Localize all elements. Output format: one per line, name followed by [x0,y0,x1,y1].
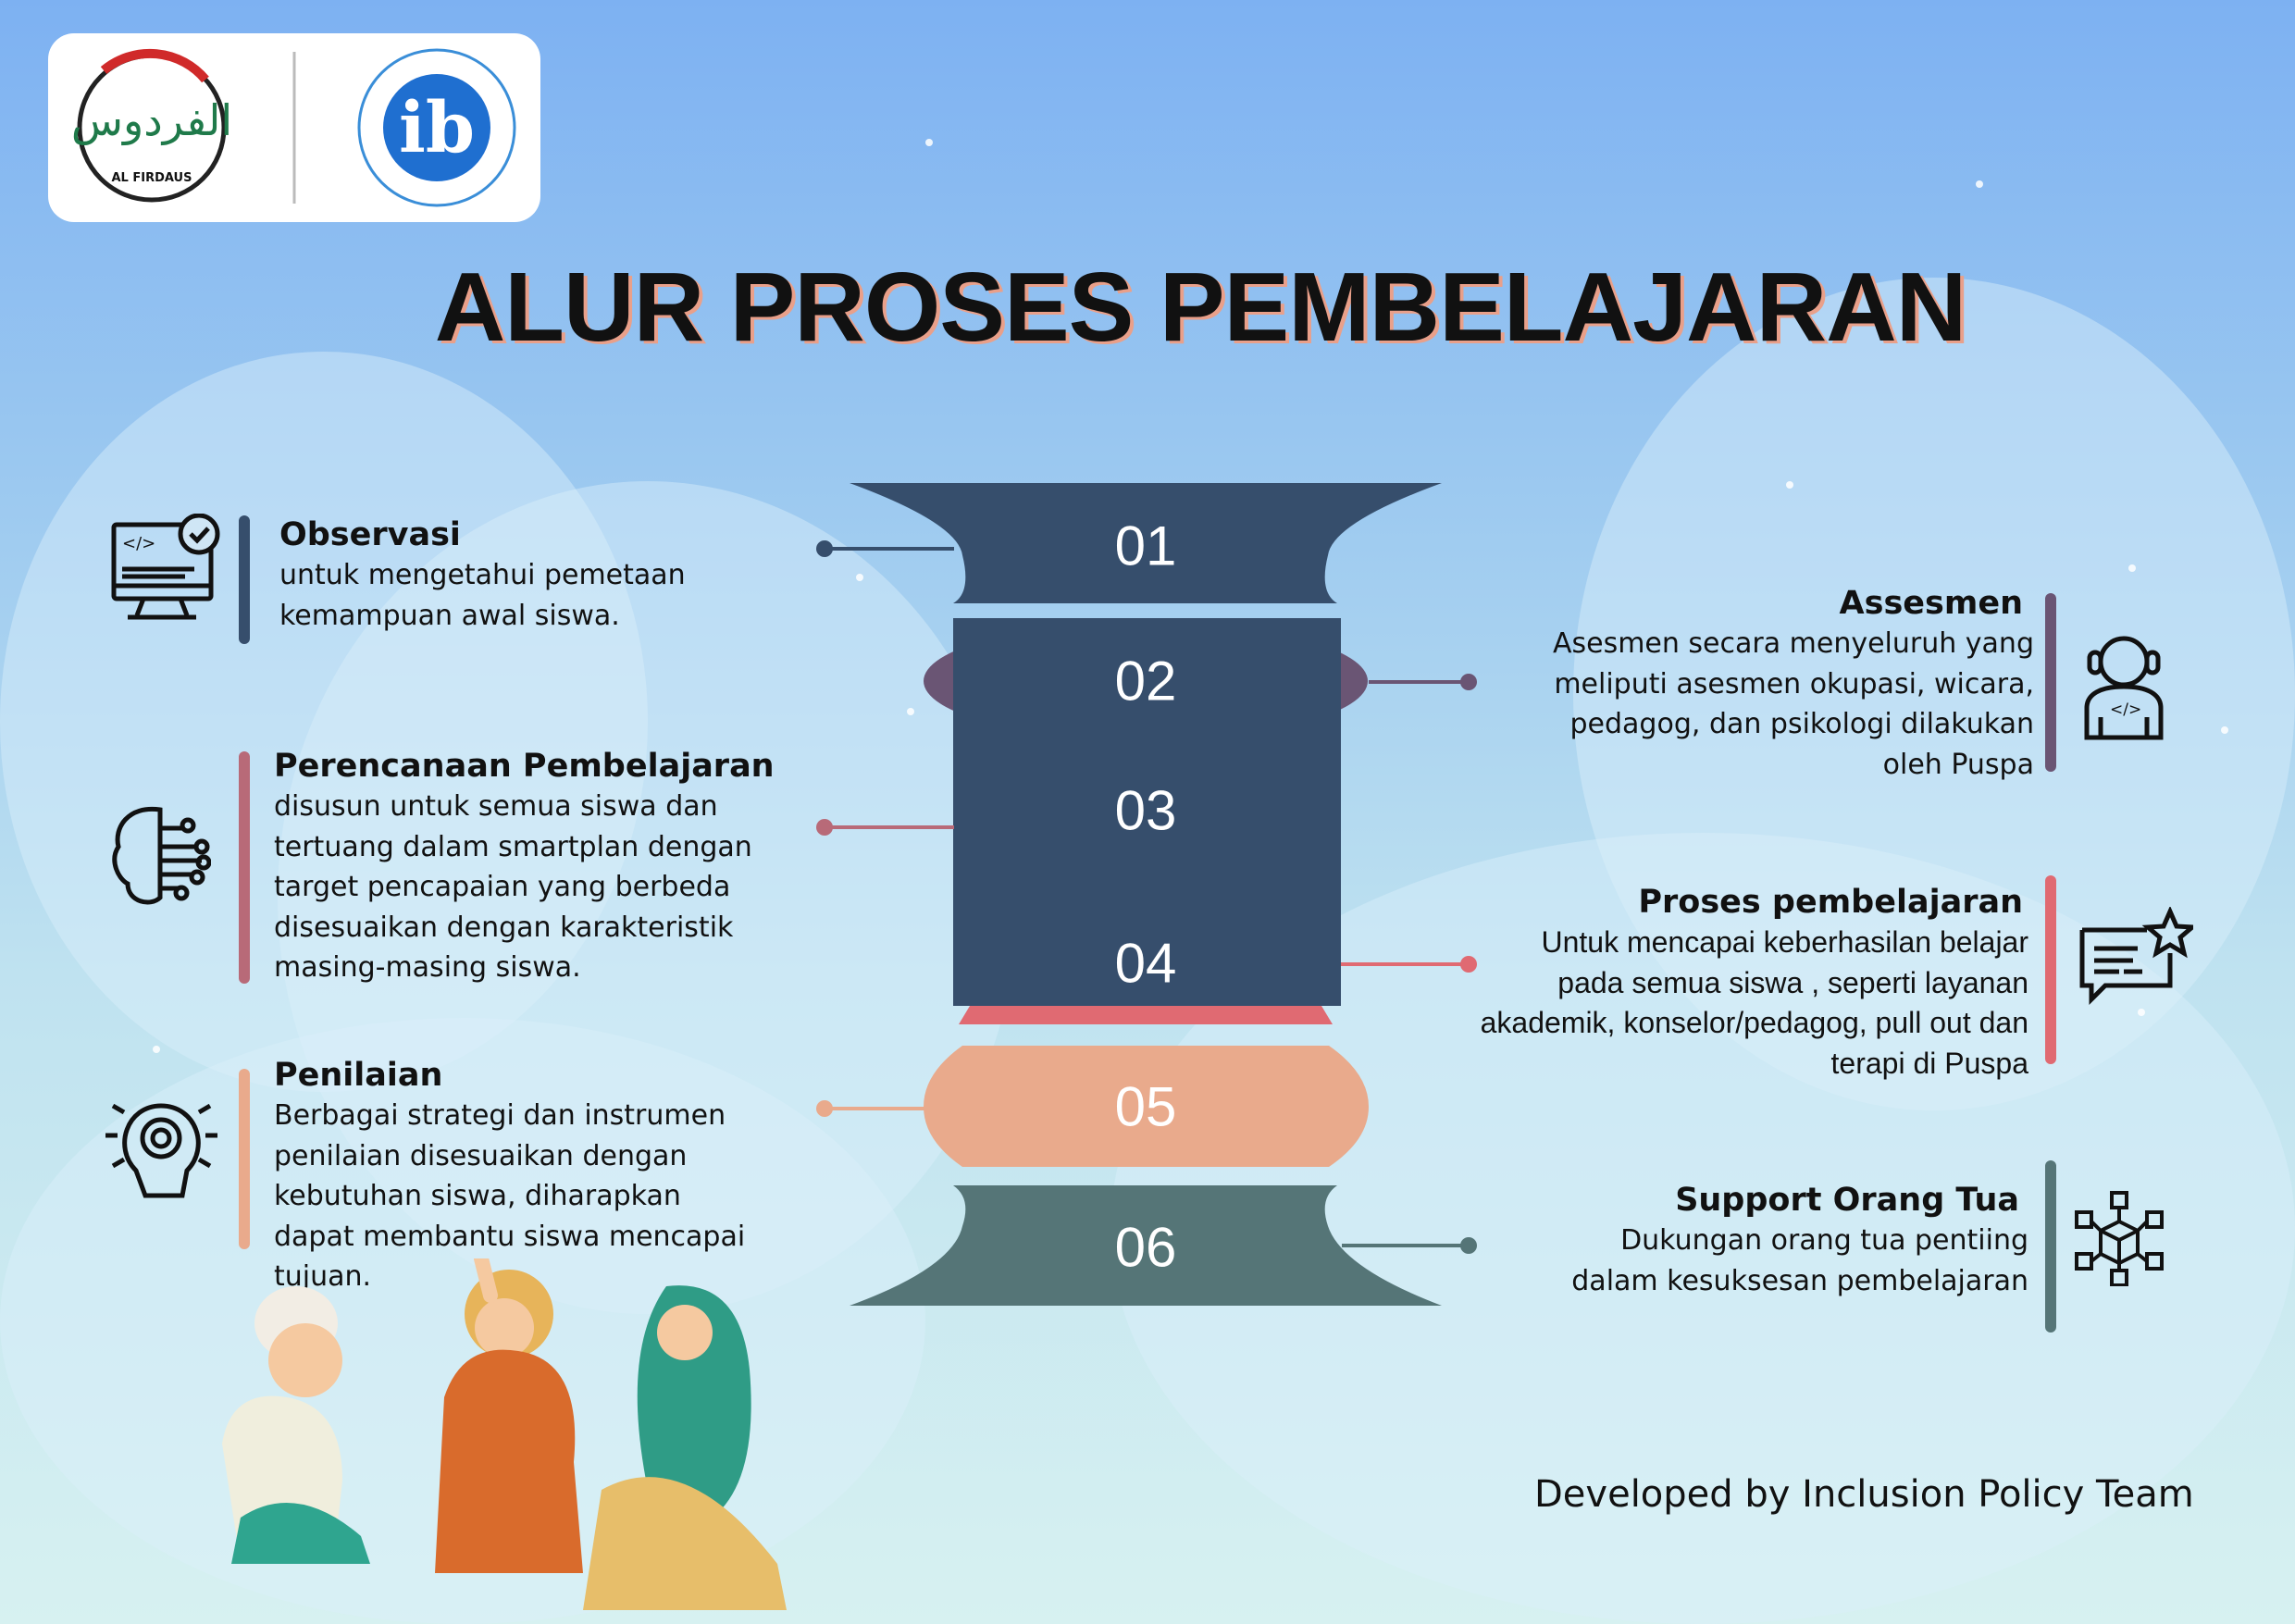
step-number: 03 [1114,779,1177,842]
step-proses: Proses pembelajaran Untuk mencapai keber… [1481,882,2028,1084]
accent-bar [239,751,250,984]
step-text: disesuaikan dengan karakteristik [274,911,734,944]
step-penilaian: Penilaian Berbagai strategi dan instrume… [274,1055,745,1297]
step-text: disusun untuk semua siswa dan [274,790,718,823]
step-title: Assesmen [1839,585,2023,622]
step-text: kebutuhan siswa, diharapkan [274,1180,681,1212]
svg-text:</>: </> [2110,700,2141,719]
connector-05 [825,1107,926,1110]
svg-text:</>: </> [122,534,155,553]
step-number: 05 [1114,1075,1177,1138]
computer-code-check-icon: </> [111,514,220,620]
accent-bar [239,1069,250,1249]
step-text: Asesmen secara menyeluruh yang [1552,627,2034,660]
step-perencanaan: Perencanaan Pembelajaran disusun untuk s… [274,746,775,988]
connector-04 [1341,962,1469,966]
step-text: kemampuan awal siswa. [279,599,620,632]
svg-text:AL FIRDAUS: AL FIRDAUS [112,171,192,185]
lightbulb-gear-icon [105,1103,217,1198]
page-title: ALUR PROSES PEMBELAJARAN [434,253,1967,362]
step-text: Untuk mencapai keberhasilan belajar [1541,925,2028,959]
connector-dot [816,1100,833,1117]
star [1786,481,1793,489]
svg-text:ib: ib [399,86,475,168]
brain-circuit-icon [112,806,211,905]
connector-02 [1369,680,1469,684]
connector-06 [1342,1244,1469,1247]
step-text: dalam kesuksesan pembelajaran [1571,1264,2028,1297]
footer-credit: Developed by Inclusion Policy Team [1534,1473,2194,1516]
step-observasi: Observasi untuk mengetahui pemetaan kema… [279,514,686,636]
connector-dot [1460,674,1477,690]
cloud [278,481,1018,1314]
star [1976,180,1983,188]
step-title: Perencanaan Pembelajaran [274,748,775,785]
step-text: pada semua siswa , seperti layanan [1557,965,2028,999]
step-text: penilaian disesuaikan dengan [274,1139,688,1172]
step-text: tertuang dalam smartplan dengan [274,830,752,863]
connector-dot [816,819,833,836]
step-01-shape [850,483,1442,603]
step-06-shape [850,1185,1442,1306]
star [2221,726,2228,734]
connector-03 [825,825,954,829]
step-number: 02 [1114,650,1177,713]
star [2138,1009,2145,1016]
star [907,708,914,715]
connector-dot [1460,1237,1477,1254]
step-text: akademik, konselor/pedagog, pull out dan [1480,1006,2028,1039]
connector-01 [825,547,954,551]
step-text: Berbagai strategi dan instrumen [274,1099,726,1132]
network-cubes-icon [2075,1191,2164,1286]
step-05-shape [924,1046,1369,1167]
step-support: Support Orang Tua Dukungan orang tua pen… [1571,1180,2028,1301]
step-title: Penilaian [274,1057,443,1094]
step-text: dapat membantu siswa mencapai [274,1220,746,1253]
step-number: 04 [1114,932,1177,995]
logo-panel: الفردوس AL FIRDAUS ib [48,33,540,222]
step-number: 06 [1114,1216,1177,1279]
step-03-04-shape [953,618,1341,1006]
star [153,1046,160,1053]
accent-bar [2045,875,2056,1064]
step-04-strip [959,1006,1333,1024]
step-assesmen: Assesmen Asesmen secara menyeluruh yang … [1553,583,2034,785]
accent-bar [2045,593,2056,772]
connector-dot [816,540,833,557]
star [856,574,863,581]
step-text: terapi di Puspa [1830,1046,2028,1080]
step-text: pedagog, dan psikologi dilakukan [1569,708,2035,740]
cloud [1573,278,2295,1110]
step-text: meliputi asesmen okupasi, wicara, [1554,667,2034,700]
step-title: Support Orang Tua [1675,1182,2019,1219]
children-illustration [222,1258,787,1610]
step-text: oleh Puspa [1882,748,2034,781]
step-text: untuk mengetahui pemetaan [279,559,686,591]
message-star-icon [2079,907,2193,1006]
connector-dot [1460,956,1477,973]
svg-text:الفردوس: الفردوس [71,95,232,146]
star [925,139,933,146]
step-text: Dukungan orang tua pentiing [1620,1224,2028,1257]
step-number: 01 [1114,514,1177,577]
accent-bar [2045,1160,2056,1333]
star [2128,564,2136,572]
step-text: target pencapaian yang berbeda [274,871,731,903]
accent-bar [239,515,250,644]
step-title: Observasi [279,516,461,553]
step-text: masing-masing siswa. [274,951,581,984]
cloud [0,352,648,1092]
step-title: Proses pembelajaran [1638,884,2023,921]
school-logos: الفردوس AL FIRDAUS ib [71,48,516,207]
developer-headset-icon: </> [2084,636,2164,740]
